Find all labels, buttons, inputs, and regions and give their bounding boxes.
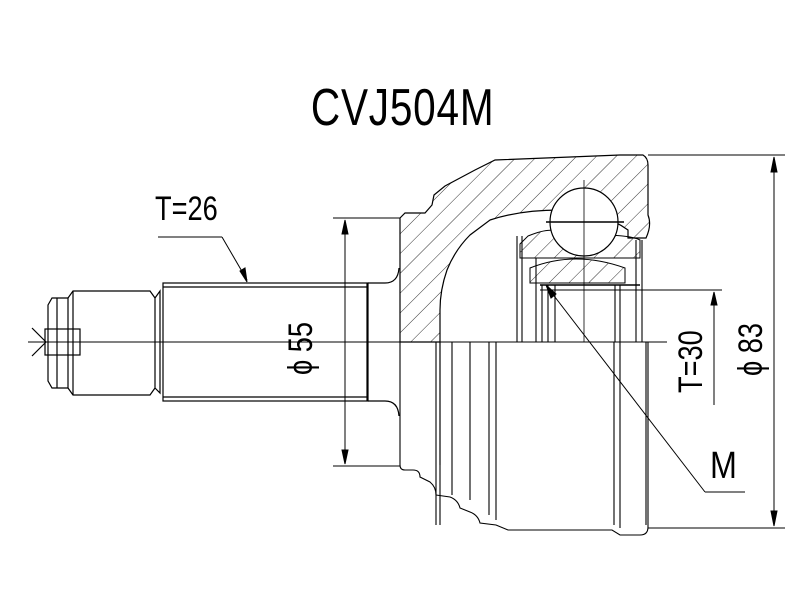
shaft-tip <box>31 290 156 396</box>
diameter-label-55: ϕ 55 <box>282 321 320 375</box>
dimension-d55 <box>333 217 400 467</box>
threaded-shaft <box>154 267 400 417</box>
diameter-label-83: ϕ 83 <box>732 322 770 376</box>
marker-label-m: M <box>710 445 737 487</box>
dimension-d83 <box>648 154 785 529</box>
leader-t26 <box>158 236 248 283</box>
housing-section <box>399 154 651 343</box>
leader-m <box>545 284 745 493</box>
part-number-title: CVJ504M <box>310 79 495 137</box>
spline-label-t30: T=30 <box>672 330 710 393</box>
dimension-t30 <box>540 289 722 405</box>
thread-label-t26: T=26 <box>155 190 218 228</box>
